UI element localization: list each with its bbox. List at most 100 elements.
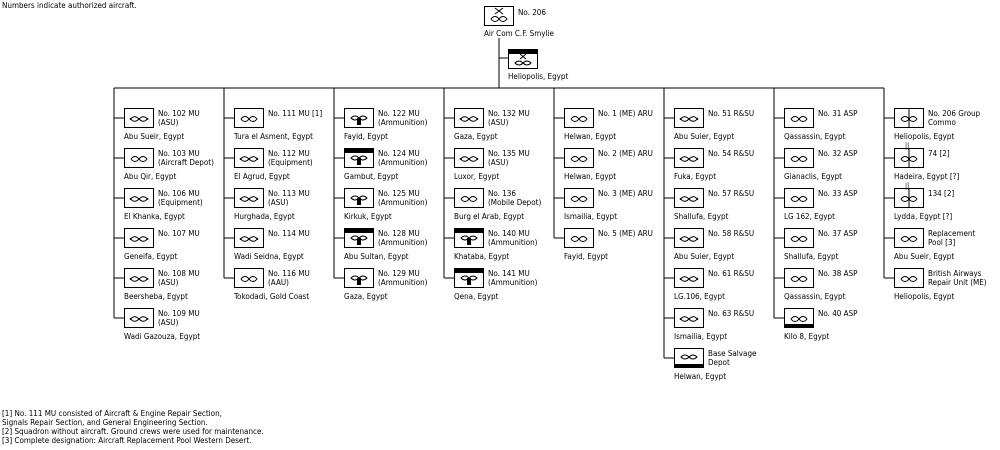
hq-symbol xyxy=(484,6,514,26)
repair-icon xyxy=(790,156,808,162)
repair-icon xyxy=(460,196,478,202)
unit-designation: No. 1 (ME) ARU xyxy=(598,109,653,118)
unit-label: No. 103 MU(Aircraft Depot) xyxy=(158,149,214,167)
unit-location: Qena, Egypt xyxy=(454,292,499,301)
unit-label: No. 141 MU(Ammunition) xyxy=(488,269,537,287)
unit-label: No. 111 MU [1] xyxy=(268,109,322,118)
unit-symbol xyxy=(784,268,814,288)
unit-label: No. 5 (ME) ARU xyxy=(598,229,653,238)
unit-label: 134 [2] xyxy=(928,189,954,198)
unit-symbol xyxy=(674,228,704,248)
unit-designation: No. 128 MU xyxy=(378,229,420,238)
unit-location: Qassassin, Egypt xyxy=(784,132,846,141)
unit-designation: No. 140 MU xyxy=(488,229,530,238)
unit-symbol xyxy=(344,108,374,128)
unit-location: Abu Sueir, Egypt xyxy=(894,252,955,261)
unit-label: No. 124 MU(Ammunition) xyxy=(378,149,427,167)
unit-symbol xyxy=(124,308,154,328)
unit-label: No. 51 R&SU xyxy=(708,109,754,118)
hq-base-location: Heliopolis, Egypt xyxy=(508,72,569,81)
unit-designation: No. 51 R&SU xyxy=(708,109,755,118)
unit-designation: No. 129 MU xyxy=(378,269,420,278)
wrench-icon xyxy=(679,196,699,202)
squadron-icon xyxy=(900,109,918,127)
unit-location: Geneifa, Egypt xyxy=(124,252,178,261)
unit-symbol xyxy=(454,148,484,168)
unit-label: No. 122 MU(Ammunition) xyxy=(378,109,427,127)
header-note: Numbers indicate authorized aircraft. xyxy=(2,1,137,10)
unit-symbol xyxy=(344,188,374,208)
unit-designation: No. 5 (ME) ARU xyxy=(598,229,653,238)
unit-location: Abu Suier, Egypt xyxy=(674,132,735,141)
unit-symbol xyxy=(564,188,594,208)
unit-label: No. 106 MU(Equipment) xyxy=(158,189,203,207)
unit-label: No. 107 MU xyxy=(158,229,200,238)
unit-designation: No. 109 MU xyxy=(158,309,200,318)
unit-location: Helwan, Egypt xyxy=(564,172,617,181)
unit-location: Wadi Seidna, Egypt xyxy=(234,252,304,261)
unit-designation: No. 136 xyxy=(488,189,516,198)
unit-symbol xyxy=(894,268,924,288)
ammunition-icon xyxy=(350,275,368,285)
unit-symbol xyxy=(344,148,374,168)
unit-designation: No. 61 R&SU xyxy=(708,269,755,278)
unit-symbol xyxy=(674,188,704,208)
unit-designation: No. 106 MU xyxy=(158,189,200,198)
unit-location: Wadi Gazouza, Egypt xyxy=(124,332,201,341)
unit-location: Beersheba, Egypt xyxy=(124,292,188,301)
unit-location: Gianaclis, Egypt xyxy=(784,172,843,181)
unit-location: Gaza, Egypt xyxy=(344,292,388,301)
unit-label: No. 136(Mobile Depot) xyxy=(488,189,541,207)
repair-icon xyxy=(790,116,808,122)
unit-type: (Equipment) xyxy=(158,198,203,207)
unit-location: Fayid, Egypt xyxy=(344,132,388,141)
repair-icon xyxy=(570,196,588,202)
wrench-icon xyxy=(129,276,149,282)
unit-label: No. 2 (ME) ARU xyxy=(598,149,653,158)
unit-type: Repair Unit (ME) xyxy=(928,278,987,287)
unit-symbol xyxy=(564,108,594,128)
unit-label: No. 38 ASP xyxy=(818,269,858,278)
unit-designation: No. 116 MU xyxy=(268,269,310,278)
unit-designation: No. 112 MU xyxy=(268,149,310,158)
wrench-icon xyxy=(129,316,149,322)
unit-location: Gaza, Egypt xyxy=(454,132,498,141)
unit-type: (ASU) xyxy=(158,118,179,127)
unit-symbol xyxy=(344,228,374,248)
unit-symbol xyxy=(124,148,154,168)
unit-symbol xyxy=(784,108,814,128)
unit-symbol xyxy=(124,268,154,288)
unit-location: Khataba, Egypt xyxy=(454,252,510,261)
unit-symbol xyxy=(674,308,704,328)
unit-type: (ASU) xyxy=(488,118,509,127)
unit-symbol xyxy=(124,188,154,208)
unit-symbol xyxy=(234,108,264,128)
unit-designation: No. 124 MU xyxy=(378,149,420,158)
wrench-icon xyxy=(129,116,149,122)
unit-label: No. 32 ASP xyxy=(818,149,858,158)
unit-type: (Equipment) xyxy=(268,158,313,167)
unit-type: (Ammunition) xyxy=(378,158,428,167)
unit-label: No. 135 MU(ASU) xyxy=(488,149,530,167)
unit-type: (Ammunition) xyxy=(378,118,428,127)
hq-x-mark-icon xyxy=(490,7,508,22)
unit-designation: British Airways xyxy=(928,269,982,278)
unit-designation: 74 [2] xyxy=(928,149,950,158)
footnote-2: [2] Squadron without aircraft. Ground cr… xyxy=(2,427,264,436)
unit-designation: No. 122 MU xyxy=(378,109,420,118)
repair-icon xyxy=(570,236,588,242)
unit-location: Shallufa, Egypt xyxy=(784,252,839,261)
unit-symbol xyxy=(344,268,374,288)
unit-designation: No. 111 MU [1] xyxy=(268,109,323,118)
ammunition-icon xyxy=(460,275,478,285)
wrench-icon xyxy=(679,116,699,122)
unit-label: No. 1 (ME) ARU xyxy=(598,109,653,118)
unit-type: (Ammunition) xyxy=(378,278,428,287)
footnote-3: [3] Complete designation: Aircraft Repla… xyxy=(2,436,252,445)
repair-icon xyxy=(790,276,808,282)
unit-designation: No. 2 (ME) ARU xyxy=(598,149,653,158)
unit-symbol xyxy=(234,268,264,288)
unit-designation: No. 102 MU xyxy=(158,109,200,118)
unit-type: (Ammunition) xyxy=(488,238,538,247)
unit-symbol xyxy=(454,188,484,208)
